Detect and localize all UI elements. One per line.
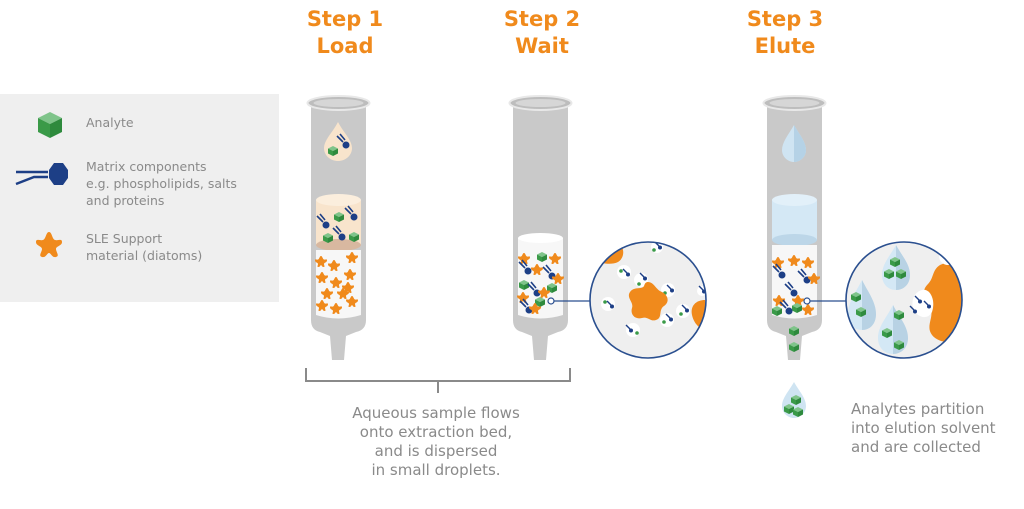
step-2-number: Step 2 [503, 7, 581, 31]
step-3-name: Elute [754, 34, 816, 58]
step-3-number: Step 3 [746, 7, 824, 31]
caption-elute: Analytes partition into elution solvent … [851, 400, 996, 456]
legend-label-matrix: Matrix components e.g. phospholipids, sa… [86, 159, 237, 208]
step-1-title: Step 1 Load [275, 6, 415, 60]
legend-label-analyte: Analyte [86, 115, 134, 130]
orange-star-icon [36, 232, 62, 258]
magnified-view-step-2 [589, 241, 707, 359]
collected-droplet [782, 382, 806, 418]
step-2-name: Wait [515, 34, 569, 58]
step-1-number: Step 1 [306, 7, 384, 31]
blue-lipid-icon [15, 163, 68, 186]
caption-load-wait: Aqueous sample flows onto extraction bed… [352, 404, 520, 479]
legend-label-support: SLE Support material (diatoms) [86, 231, 203, 263]
step-3-title: Step 3 Elute [715, 6, 855, 60]
magnified-view-step-3 [845, 241, 963, 359]
green-cube-icon [38, 112, 62, 138]
step-bracket [305, 368, 571, 393]
cartridge-step-3 [762, 95, 846, 418]
step-1-name: Load [316, 34, 374, 58]
cartridge-step-2 [508, 95, 590, 360]
legend-panel: Analyte Matrix components e.g. phospholi… [0, 94, 279, 302]
cartridge-step-1 [306, 95, 371, 360]
step-2-title: Step 2 Wait [472, 6, 612, 60]
